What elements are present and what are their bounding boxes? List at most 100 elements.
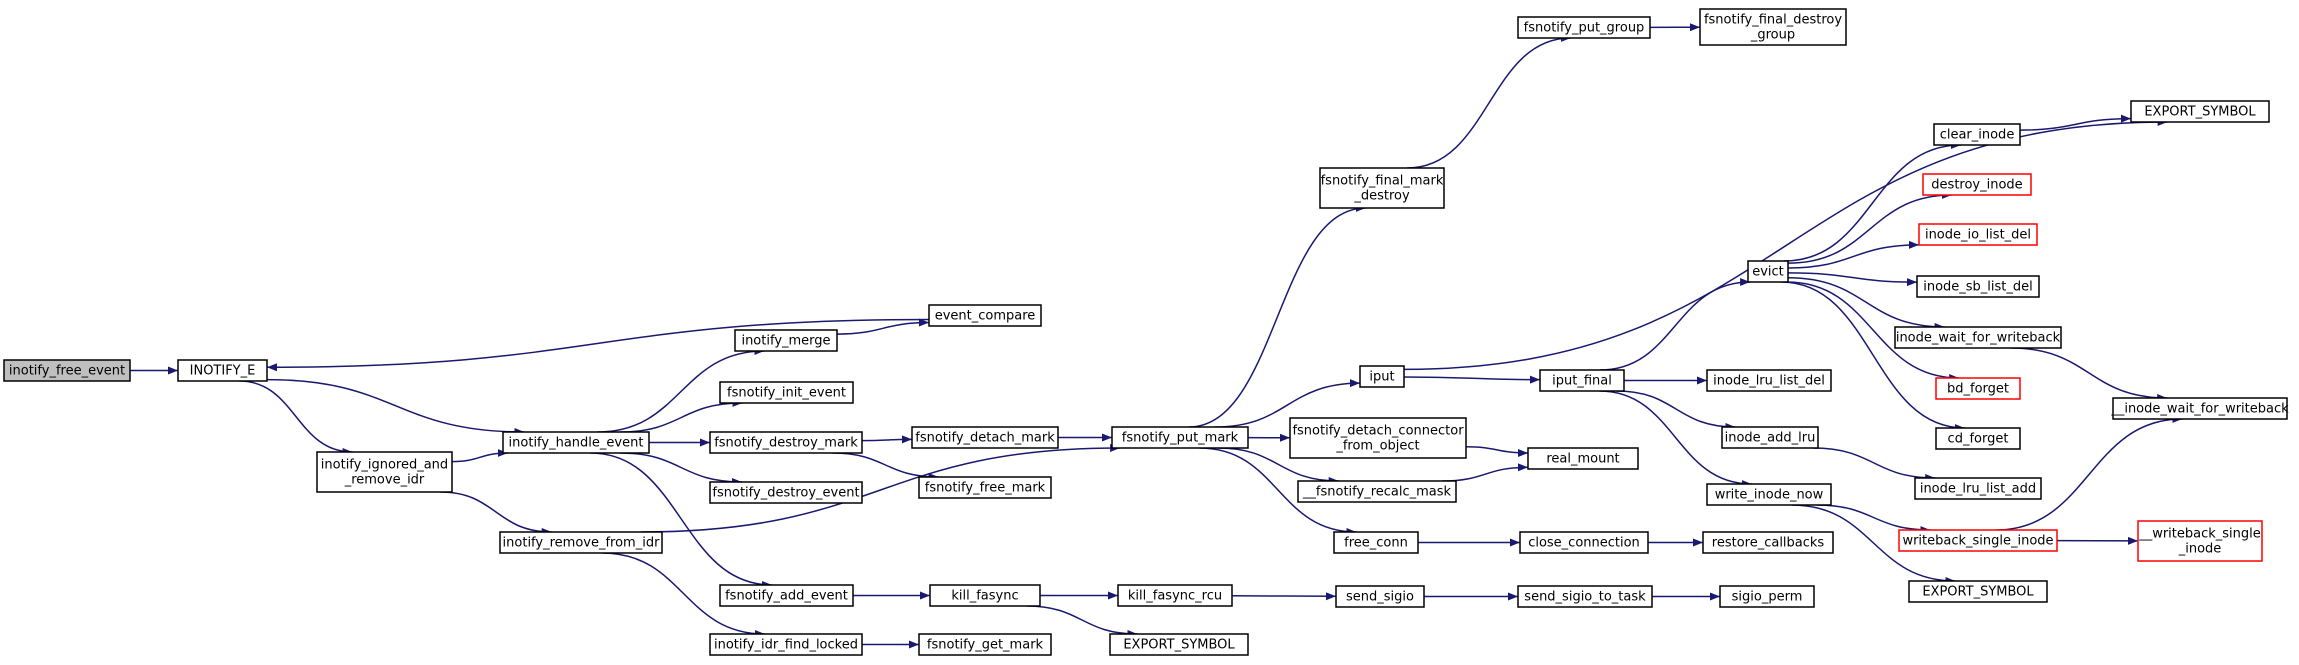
node-fsnotify-put-group[interactable]: fsnotify_put_group xyxy=(1517,16,1651,39)
node-fsnotify-recalc-mask[interactable]: __fsnotify_recalc_mask xyxy=(1297,480,1457,503)
node-send-sigio[interactable]: send_sigio xyxy=(1335,585,1425,608)
node-iput[interactable]: iput xyxy=(1359,365,1405,388)
node-box[interactable] xyxy=(918,633,1052,656)
node-inode-lru-list-del[interactable]: inode_lru_list_del xyxy=(1706,369,1832,392)
node-inotify-merge[interactable]: inotify_merge xyxy=(734,329,838,352)
node-evict[interactable]: evict xyxy=(1747,260,1789,283)
node-box[interactable] xyxy=(709,633,863,656)
node-box[interactable] xyxy=(2112,397,2288,420)
node-destroy-inode[interactable]: destroy_inode xyxy=(1922,173,2032,196)
node-inode-wait-for-writeback[interactable]: inode_wait_for_writeback xyxy=(1894,326,2062,349)
node-iput-final[interactable]: iput_final xyxy=(1539,369,1625,392)
node-send-sigio-to-task[interactable]: send_sigio_to_task xyxy=(1517,585,1653,608)
node-box[interactable] xyxy=(929,584,1041,607)
node-box[interactable] xyxy=(1289,417,1467,459)
node-inode-sb-list-del[interactable]: inode_sb_list_del xyxy=(1916,275,2040,298)
node-real-mount[interactable]: real_mount xyxy=(1527,447,1639,470)
node-box[interactable] xyxy=(1747,260,1789,283)
node-box[interactable] xyxy=(1333,531,1419,554)
node-box[interactable] xyxy=(1894,326,2062,349)
node-EXPORT-SYMBOL-2[interactable]: EXPORT_SYMBOL xyxy=(1908,580,2048,603)
node-box[interactable] xyxy=(1319,167,1445,209)
node-fsnotify-put-mark[interactable]: fsnotify_put_mark xyxy=(1111,426,1249,449)
node-box[interactable] xyxy=(1517,585,1653,608)
node-box[interactable] xyxy=(928,304,1042,327)
node-box[interactable] xyxy=(918,476,1052,499)
node-writeback-single-inode[interactable]: __writeback_single_inode xyxy=(2137,520,2263,562)
node-fsnotify-final-mark-destroy[interactable]: fsnotify_final_mark_destroy xyxy=(1319,167,1445,209)
node-box[interactable] xyxy=(1335,585,1425,608)
node-box[interactable] xyxy=(719,381,854,404)
node-box[interactable] xyxy=(1359,365,1405,388)
node-box[interactable] xyxy=(1702,531,1834,554)
node-box[interactable] xyxy=(1706,369,1832,392)
node-fsnotify-free-mark[interactable]: fsnotify_free_mark xyxy=(918,476,1052,499)
node-box[interactable] xyxy=(709,431,863,454)
node-box[interactable] xyxy=(734,329,838,352)
node-inotify-idr-find-locked[interactable]: inotify_idr_find_locked xyxy=(709,633,863,656)
node-fsnotify-destroy-mark[interactable]: fsnotify_destroy_mark xyxy=(709,431,863,454)
node-box[interactable] xyxy=(719,584,854,607)
node-inotify-handle-event[interactable]: inotify_handle_event xyxy=(502,431,650,454)
node-fsnotify-get-mark[interactable]: fsnotify_get_mark xyxy=(918,633,1052,656)
node-box[interactable] xyxy=(1914,477,2042,500)
node-box[interactable] xyxy=(1517,16,1651,39)
node-box[interactable] xyxy=(3,359,131,382)
node-EXPORT-SYMBOL-1[interactable]: EXPORT_SYMBOL xyxy=(1109,633,1249,656)
node-box[interactable] xyxy=(502,431,650,454)
node-inotify-remove-from-idr[interactable]: inotify_remove_from_idr xyxy=(499,531,663,554)
node-kill-fasync-rcu[interactable]: kill_fasync_rcu xyxy=(1117,584,1233,607)
node-writeback-single-inode[interactable]: writeback_single_inode xyxy=(1898,529,2058,552)
node-box[interactable] xyxy=(1935,377,2021,400)
node-inotify-free-event[interactable]: inotify_free_event xyxy=(3,359,131,382)
node-box[interactable] xyxy=(2137,520,2263,562)
node-fsnotify-detach-connector-from-object[interactable]: fsnotify_detach_connector_from_object xyxy=(1289,417,1467,459)
node-box[interactable] xyxy=(1706,483,1832,506)
node-cd-forget[interactable]: cd_forget xyxy=(1935,427,2021,450)
node-box[interactable] xyxy=(709,481,863,504)
node-restore-callbacks[interactable]: restore_callbacks xyxy=(1702,531,1834,554)
node-EXPORT-SYMBOL-3[interactable]: EXPORT_SYMBOL xyxy=(2130,100,2270,123)
node-box[interactable] xyxy=(1539,369,1625,392)
node-box[interactable] xyxy=(316,451,453,493)
node-box[interactable] xyxy=(1117,584,1233,607)
node-bd-forget[interactable]: bd_forget xyxy=(1935,377,2021,400)
node-box[interactable] xyxy=(1109,633,1249,656)
node-box[interactable] xyxy=(1918,223,2038,246)
node-inode-wait-for-writeback[interactable]: __inode_wait_for_writeback xyxy=(2110,397,2289,420)
node-fsnotify-detach-mark[interactable]: fsnotify_detach_mark xyxy=(911,426,1059,449)
node-inotify-ignored-and-remove-idr[interactable]: inotify_ignored_and_remove_idr xyxy=(316,451,453,493)
node-box[interactable] xyxy=(1527,447,1639,470)
node-fsnotify-init-event[interactable]: fsnotify_init_event xyxy=(719,381,854,404)
node-fsnotify-final-destroy-group[interactable]: fsnotify_final_destroy_group xyxy=(1699,8,1847,46)
node-sigio-perm[interactable]: sigio_perm xyxy=(1719,585,1815,608)
node-fsnotify-destroy-event[interactable]: fsnotify_destroy_event xyxy=(709,481,863,504)
node-clear-inode[interactable]: clear_inode xyxy=(1933,123,2021,146)
node-close-connection[interactable]: close_connection xyxy=(1519,531,1649,554)
node-box[interactable] xyxy=(177,359,268,382)
node-box[interactable] xyxy=(1933,123,2021,146)
node-box[interactable] xyxy=(1111,426,1249,449)
node-write-inode-now[interactable]: write_inode_now xyxy=(1706,483,1832,506)
node-free-conn[interactable]: free_conn xyxy=(1333,531,1419,554)
node-inode-io-list-del[interactable]: inode_io_list_del xyxy=(1918,223,2038,246)
node-INOTIFY-E[interactable]: INOTIFY_E xyxy=(177,359,268,382)
node-box[interactable] xyxy=(2130,100,2270,123)
node-box[interactable] xyxy=(1898,529,2058,552)
node-box[interactable] xyxy=(1699,8,1847,46)
node-kill-fasync[interactable]: kill_fasync xyxy=(929,584,1041,607)
node-box[interactable] xyxy=(911,426,1059,449)
node-box[interactable] xyxy=(1719,585,1815,608)
node-box[interactable] xyxy=(1916,275,2040,298)
node-box[interactable] xyxy=(1908,580,2048,603)
node-fsnotify-add-event[interactable]: fsnotify_add_event xyxy=(719,584,854,607)
node-box[interactable] xyxy=(499,531,663,554)
node-event-compare[interactable]: event_compare xyxy=(928,304,1042,327)
node-inode-lru-list-add[interactable]: inode_lru_list_add xyxy=(1914,477,2042,500)
node-box[interactable] xyxy=(1519,531,1649,554)
node-box[interactable] xyxy=(1721,426,1819,449)
node-box[interactable] xyxy=(1935,427,2021,450)
node-box[interactable] xyxy=(1297,480,1457,503)
node-box[interactable] xyxy=(1922,173,2032,196)
node-inode-add-lru[interactable]: inode_add_lru xyxy=(1721,426,1819,449)
